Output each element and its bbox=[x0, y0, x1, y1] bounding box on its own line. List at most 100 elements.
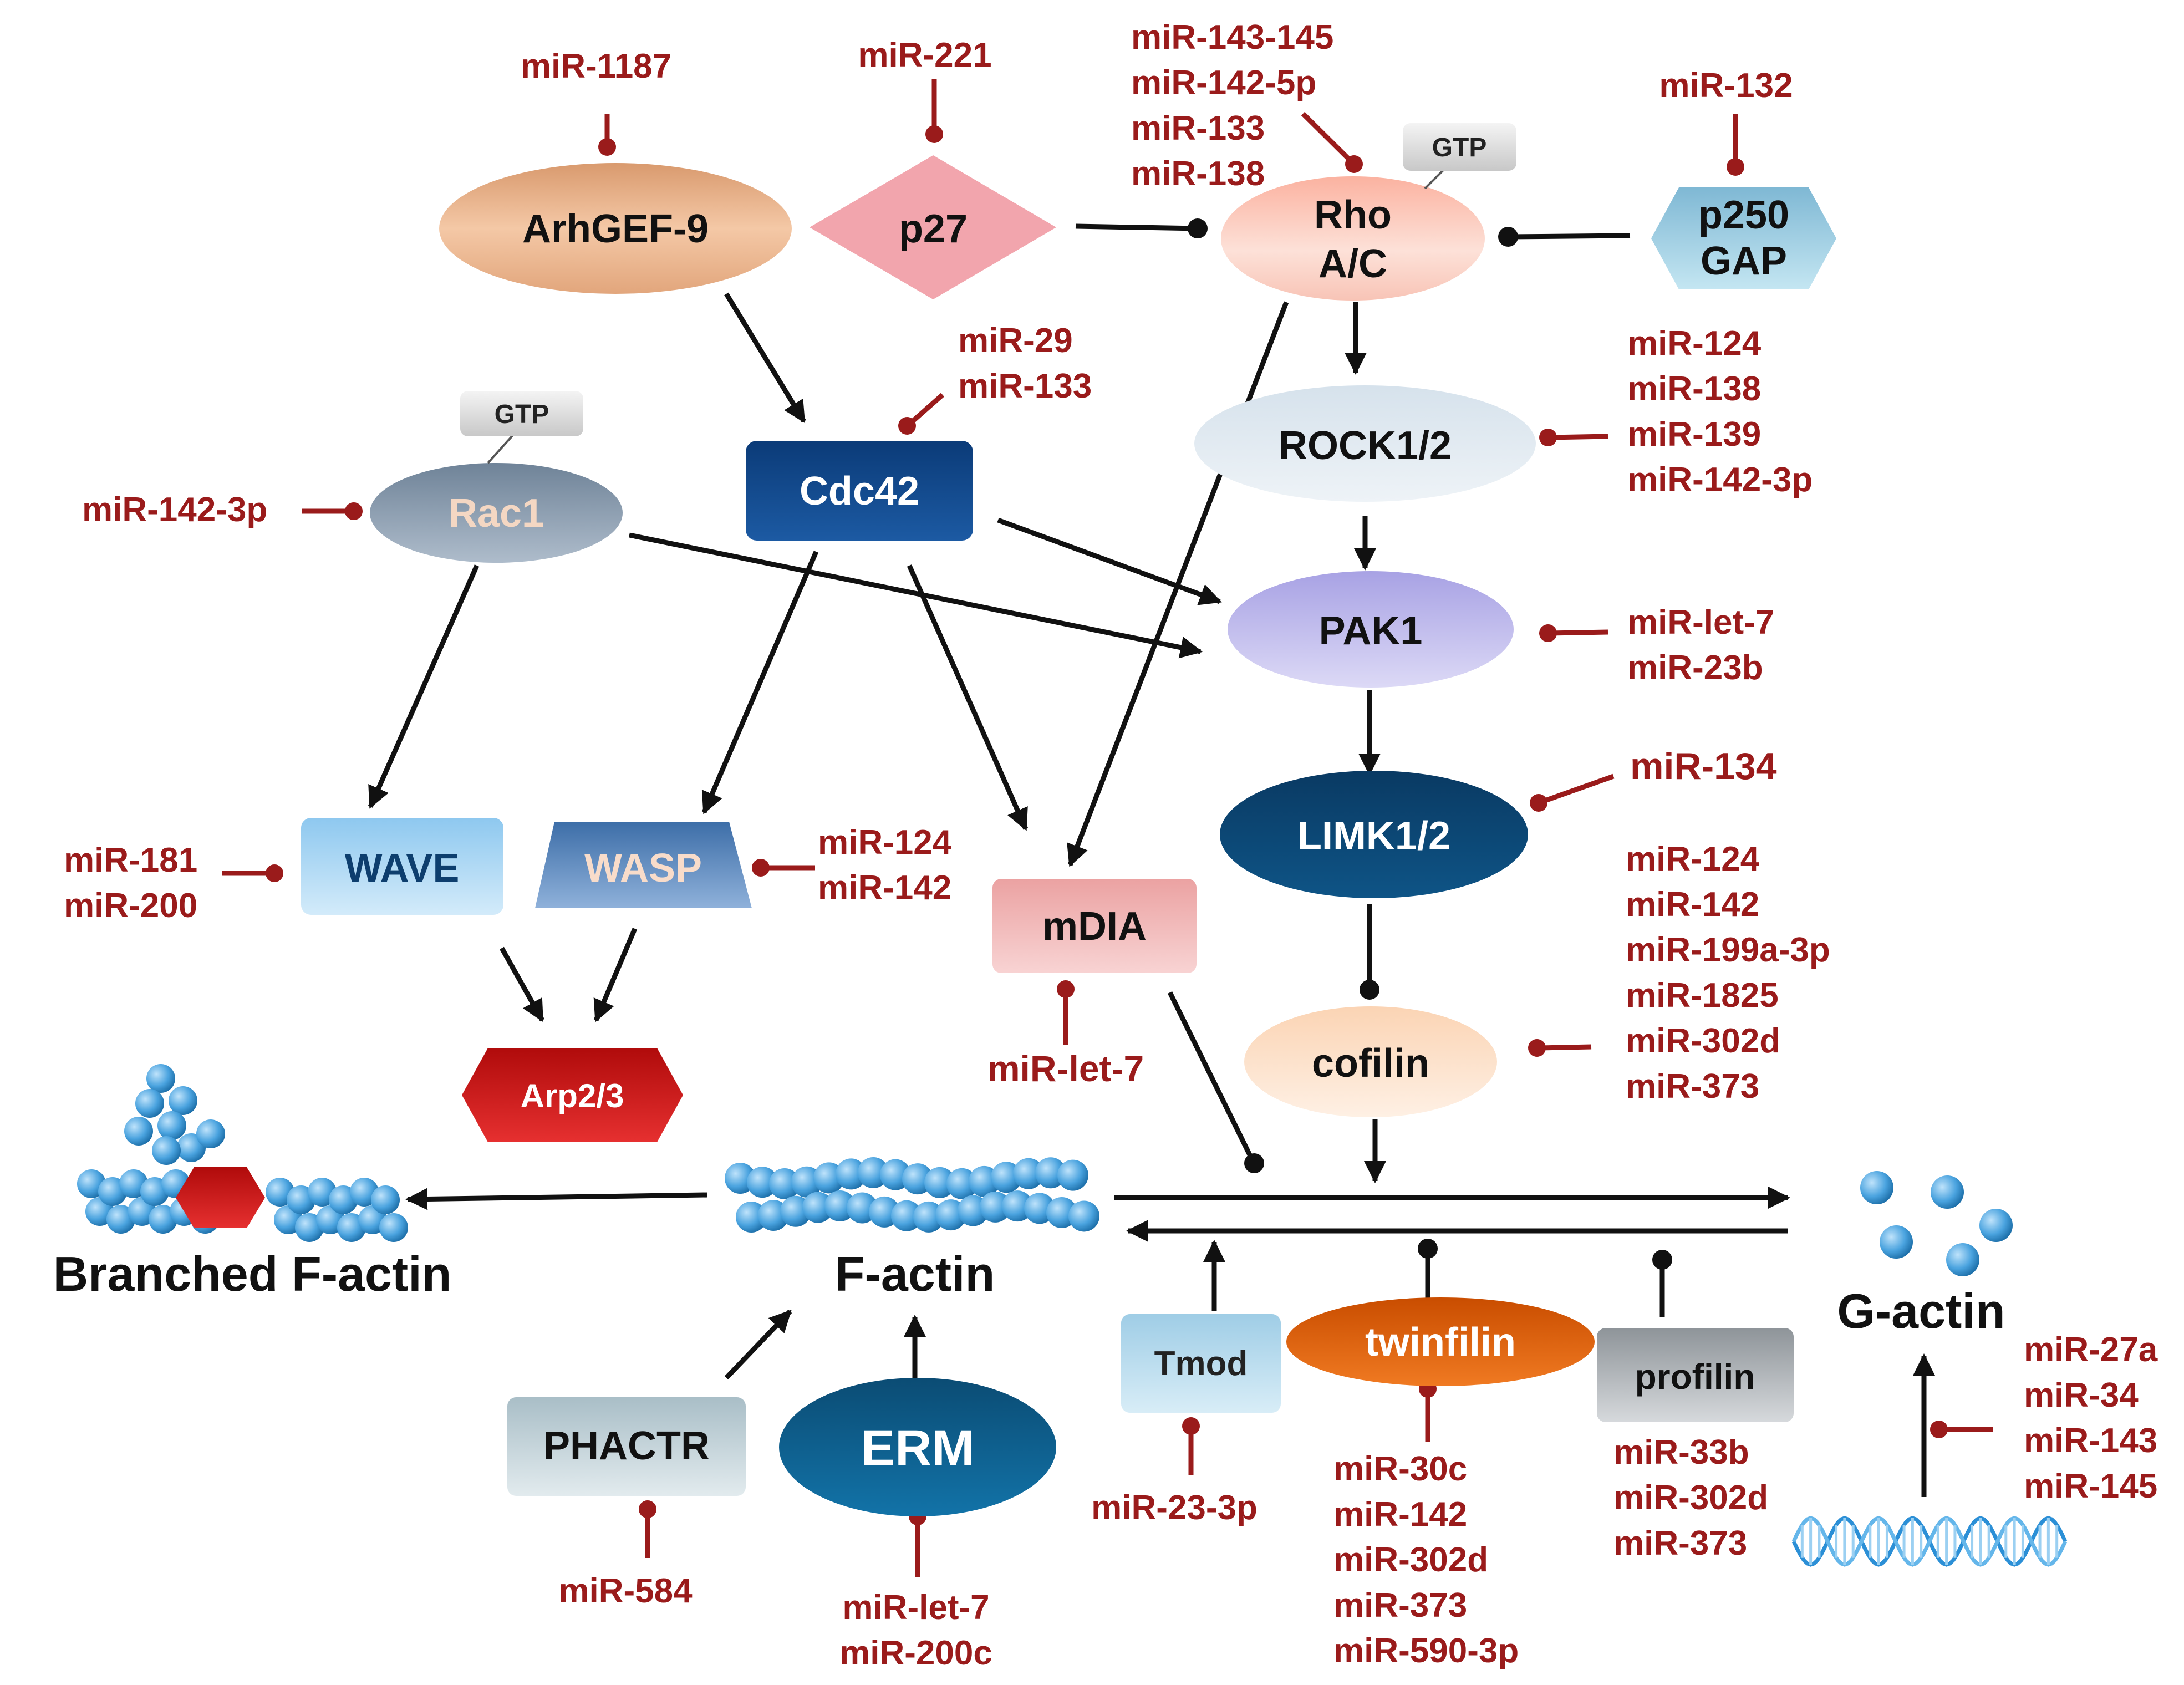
dot-mdia-polymer bbox=[1244, 1153, 1264, 1173]
node-arp23: Arp2/3 bbox=[462, 1048, 683, 1142]
node-p250gap: p250 GAP bbox=[1651, 187, 1836, 289]
mirna-p250-0: miR-132 bbox=[1659, 67, 1793, 105]
mirna-wasp-0: miR-124 bbox=[818, 823, 952, 862]
mirna-pak1-1: miR-23b bbox=[1627, 649, 1763, 687]
f-actin-bead bbox=[1057, 1159, 1088, 1191]
mirna-phactr-0: miR-584 bbox=[558, 1572, 693, 1610]
mirna-pak1-0: miR-let-7 bbox=[1627, 603, 1774, 642]
mirna-gactin-0: miR-27a bbox=[2024, 1331, 2158, 1369]
mirna-rock-3: miR-142-3p bbox=[1627, 461, 1813, 499]
f-actin-bead bbox=[924, 1167, 955, 1198]
label-phactr: PHACTR bbox=[543, 1424, 710, 1468]
mirna-rho-0: miR-143-145 bbox=[1131, 18, 1333, 57]
f-actin-bead bbox=[980, 1191, 1011, 1223]
mirna-cofilin-5: miR-373 bbox=[1626, 1067, 1759, 1106]
mirna-cofilin-2: miR-199a-3p bbox=[1626, 931, 1830, 969]
dot-limk-cofilin bbox=[1360, 980, 1379, 1000]
label-factin: F-actin bbox=[835, 1246, 995, 1301]
mirna-tmod-0: miR-23-3p bbox=[1091, 1489, 1258, 1527]
mirna-rho-3: miR-138 bbox=[1131, 155, 1265, 193]
label-mdia: mDIA bbox=[1042, 904, 1147, 949]
arrow-rac1-wave bbox=[368, 564, 480, 809]
branched-actin-bead bbox=[146, 1064, 175, 1093]
dot-p27-rho bbox=[1188, 218, 1208, 238]
mirna-twinfilin-3: miR-373 bbox=[1333, 1586, 1467, 1625]
f-actin-bead bbox=[747, 1167, 778, 1198]
label-limk: LIMK1/2 bbox=[1297, 814, 1450, 858]
label-rac1: Rac1 bbox=[449, 491, 544, 536]
label-wave: WAVE bbox=[345, 846, 460, 890]
mirna-gactin-3: miR-145 bbox=[2024, 1467, 2157, 1505]
node-profilin: profilin bbox=[1597, 1328, 1794, 1422]
node-phactr: PHACTR bbox=[507, 1397, 746, 1496]
node-erm: ERM bbox=[779, 1378, 1056, 1516]
g-actin-monomer bbox=[1860, 1171, 1893, 1204]
f-actin-bead bbox=[1013, 1158, 1044, 1189]
label-p27: p27 bbox=[899, 207, 968, 251]
label-arp23: Arp2/3 bbox=[521, 1077, 624, 1114]
gtp-tag-rho: GTP bbox=[1403, 123, 1516, 190]
mirna-mdia-0: miR-let-7 bbox=[987, 1048, 1144, 1089]
f-actin-bead bbox=[891, 1200, 922, 1231]
node-cofilin: cofilin bbox=[1244, 1006, 1497, 1117]
node-tmod: Tmod bbox=[1121, 1314, 1281, 1413]
label-tmod: Tmod bbox=[1154, 1345, 1248, 1383]
mirna-profilin-0: miR-33b bbox=[1613, 1433, 1749, 1472]
branched-actin-bead bbox=[152, 1136, 181, 1165]
label-rho-line2: A/C bbox=[1318, 242, 1387, 286]
mirna-twinfilin-0: miR-30c bbox=[1333, 1450, 1467, 1488]
mirna-rock-1: miR-138 bbox=[1627, 370, 1761, 408]
arrow-phactr-factin bbox=[724, 1309, 792, 1380]
label-profilin: profilin bbox=[1635, 1357, 1755, 1397]
arrow-wave-arp bbox=[500, 946, 544, 1022]
node-pak1: PAK1 bbox=[1228, 571, 1514, 688]
node-rho: Rho A/C bbox=[1221, 176, 1485, 301]
node-limk: LIMK1/2 bbox=[1220, 771, 1528, 898]
branched-actin-bead bbox=[135, 1089, 164, 1118]
mirna-wave-0: miR-181 bbox=[64, 841, 197, 879]
arrow-cdc42-pak1 bbox=[997, 517, 1222, 605]
mirna-cofilin-1: miR-142 bbox=[1626, 885, 1759, 924]
node-rac1: Rac1 bbox=[370, 463, 623, 563]
label-wasp: WASP bbox=[584, 846, 702, 890]
mirna-erm-1: miR-200c bbox=[839, 1634, 992, 1672]
inhibit-p250-rho bbox=[1508, 233, 1631, 240]
mirna-limk-0: miR-134 bbox=[1630, 745, 1777, 787]
arrow-factin-branched bbox=[405, 1188, 707, 1210]
mirna-rock-0: miR-124 bbox=[1627, 324, 1762, 363]
arrow-cdc42-wasp bbox=[701, 551, 819, 814]
node-mdia: mDIA bbox=[992, 879, 1197, 973]
f-actin-bead bbox=[769, 1168, 800, 1199]
arrow-cdc42-mdia bbox=[907, 564, 1029, 831]
arrow-rho-mdia bbox=[1067, 301, 1289, 867]
mirna-erm-0: miR-let-7 bbox=[842, 1589, 989, 1627]
g-actin-monomer bbox=[1979, 1209, 2013, 1242]
g-actin-monomer bbox=[1946, 1243, 1979, 1276]
mirna-rac1-0: miR-142-3p bbox=[82, 491, 267, 529]
dna-helix-icon bbox=[1791, 1516, 2068, 1567]
f-actin-bead bbox=[736, 1202, 767, 1233]
mirna-p27-0: miR-221 bbox=[858, 36, 991, 74]
node-wasp: WASP bbox=[535, 822, 752, 908]
mirna-profilin-1: miR-302d bbox=[1613, 1479, 1768, 1517]
node-wave: WAVE bbox=[301, 818, 503, 915]
mirna-gactin-2: miR-143 bbox=[2024, 1422, 2157, 1460]
dot-p250-rho bbox=[1498, 227, 1518, 247]
mirna-rho-2: miR-133 bbox=[1131, 109, 1265, 147]
arrow-rac1-pak1 bbox=[629, 532, 1203, 659]
g-actin-monomer bbox=[1880, 1225, 1913, 1259]
mirna-wasp-1: miR-142 bbox=[818, 869, 951, 907]
mirna-cofilin-0: miR-124 bbox=[1626, 840, 1760, 878]
mirna-twinfilin-1: miR-142 bbox=[1333, 1495, 1467, 1534]
label-cdc42: Cdc42 bbox=[800, 469, 919, 513]
mirna-cdc42-1: miR-133 bbox=[958, 367, 1092, 405]
mirna-cofilin-3: miR-1825 bbox=[1626, 976, 1779, 1015]
branched-actin-bead bbox=[124, 1117, 153, 1146]
branched-actin-bead bbox=[379, 1213, 408, 1242]
dot-profilin bbox=[1652, 1250, 1672, 1270]
g-actin-monomer bbox=[1931, 1175, 1964, 1209]
mirna-twinfilin-4: miR-590-3p bbox=[1333, 1632, 1519, 1670]
node-twinfilin: twinfilin bbox=[1286, 1297, 1595, 1386]
